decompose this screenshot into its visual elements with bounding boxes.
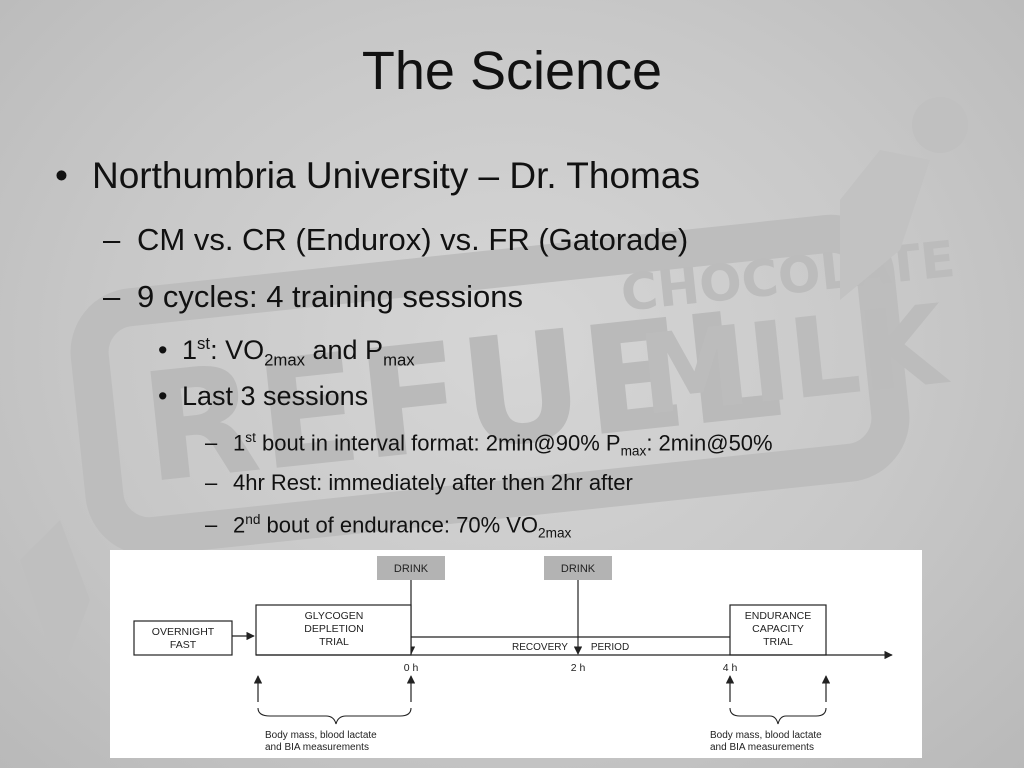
measure-brace-left bbox=[257, 707, 412, 725]
trial-label: TRIAL bbox=[319, 636, 349, 648]
trial-label-2: TRIAL bbox=[763, 636, 793, 648]
bullet-second-bout: –2nd bout of endurance: 70% VO2max bbox=[205, 512, 571, 541]
text-part: bout of endurance: 70% VO bbox=[260, 512, 539, 538]
measure-left-line1: Body mass, blood lactate bbox=[265, 730, 377, 741]
bullet-text: 9 cycles: 4 training sessions bbox=[137, 279, 523, 314]
text-part: : 2min@50% bbox=[646, 430, 773, 456]
bullet-text: Northumbria University – Dr. Thomas bbox=[92, 155, 700, 196]
superscript: st bbox=[197, 334, 211, 353]
slide-title: The Science bbox=[361, 41, 663, 101]
measure-brace-right bbox=[729, 707, 827, 725]
tick-4h: 4 h bbox=[723, 662, 738, 674]
measure-right-line2: and BIA measurements bbox=[710, 742, 814, 753]
bullet-text: CM vs. CR (Endurox) vs. FR (Gatorade) bbox=[137, 222, 689, 257]
subscript: 2max bbox=[538, 525, 572, 541]
fast-label: FAST bbox=[170, 639, 197, 651]
drink-box-2 bbox=[544, 556, 612, 580]
drink-label-1: DRINK bbox=[394, 563, 429, 575]
bullet-cm-vs-cr: –CM vs. CR (Endurox) vs. FR (Gatorade) bbox=[103, 222, 688, 258]
dash-marker: – bbox=[103, 279, 121, 314]
measure-right-line1: Body mass, blood lactate bbox=[710, 730, 822, 741]
overnight-fast-box bbox=[133, 620, 233, 656]
overnight-label: OVERNIGHT bbox=[152, 626, 215, 638]
bullet-first-session: • 1st: VO2max and Pmax bbox=[158, 334, 415, 370]
dash-marker: – bbox=[205, 430, 218, 456]
bullet-text: 4hr Rest: immediately after then 2hr aft… bbox=[233, 470, 633, 495]
protocol-diagram: DRINK DRINK OVERNIGHT FAST GLYCOGEN DEPL… bbox=[110, 550, 922, 758]
text-part: : VO bbox=[210, 335, 265, 365]
bullet-9-cycles: –9 cycles: 4 training sessions bbox=[103, 279, 523, 315]
period-label: PERIOD bbox=[591, 642, 629, 653]
subscript: max bbox=[620, 443, 647, 459]
drink-label-2: DRINK bbox=[561, 563, 596, 575]
bullet-dot-icon: • bbox=[55, 155, 68, 196]
capacity-label: CAPACITY bbox=[752, 623, 804, 635]
endurance-label: ENDURANCE bbox=[745, 610, 812, 622]
dash-marker: – bbox=[103, 222, 121, 257]
bullet-dot-icon: • bbox=[158, 381, 168, 411]
depletion-label: DEPLETION bbox=[304, 623, 364, 635]
tick-0h: 0 h bbox=[404, 662, 419, 674]
subscript: max bbox=[383, 350, 415, 370]
tick-2h: 2 h bbox=[571, 662, 586, 674]
bullet-text: Last 3 sessions bbox=[182, 381, 369, 411]
superscript: nd bbox=[245, 512, 261, 527]
drink-box-1 bbox=[377, 556, 445, 580]
glycogen-depletion-box bbox=[255, 604, 412, 656]
text-part: and P bbox=[305, 335, 384, 365]
recovery-label: RECOVERY bbox=[512, 642, 568, 653]
text-part: 2 bbox=[233, 512, 246, 538]
glycogen-label: GLYCOGEN bbox=[305, 610, 364, 622]
text-part: 1 bbox=[233, 430, 246, 456]
bullet-4hr-rest: –4hr Rest: immediately after then 2hr af… bbox=[205, 470, 633, 496]
bullet-first-bout: –1st bout in interval format: 2min@90% P… bbox=[205, 430, 773, 459]
measure-left-line2: and BIA measurements bbox=[265, 742, 369, 753]
dash-marker: – bbox=[205, 512, 218, 538]
protocol-timeline: DRINK DRINK OVERNIGHT FAST GLYCOGEN DEPL… bbox=[133, 556, 893, 753]
endurance-capacity-box bbox=[729, 604, 827, 656]
dash-marker: – bbox=[205, 470, 218, 495]
bullet-last-3-sessions: • Last 3 sessions bbox=[158, 381, 368, 412]
bullet-dot-icon: • bbox=[158, 335, 168, 365]
text-part: bout in interval format: 2min@90% P bbox=[255, 430, 621, 456]
bullet-northumbria: • Northumbria University – Dr. Thomas bbox=[55, 155, 700, 197]
superscript: st bbox=[245, 430, 256, 445]
subscript: 2max bbox=[264, 350, 305, 370]
text-part: 1 bbox=[182, 335, 198, 365]
